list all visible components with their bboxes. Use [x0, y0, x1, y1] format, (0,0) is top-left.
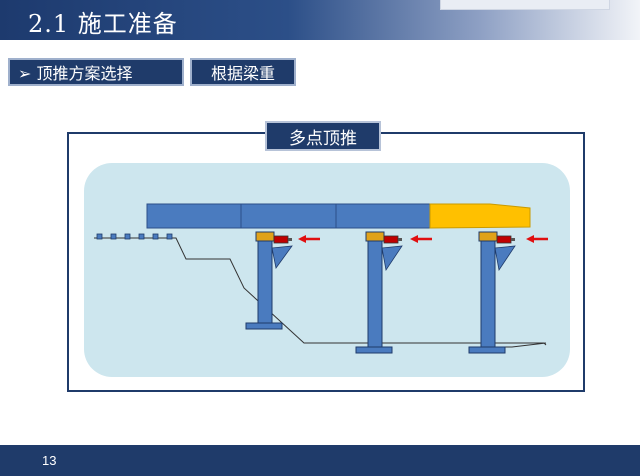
- page-number: 13: [42, 453, 57, 468]
- bearing-2: [365, 231, 385, 242]
- incremental-launching-diagram: [84, 163, 570, 377]
- girder-segment-2: [240, 203, 337, 229]
- jack-1: [273, 235, 289, 244]
- ground-profile: [94, 237, 547, 346]
- page-title: 2.1 施工准备: [28, 10, 178, 38]
- footer-bar: 13: [0, 445, 640, 476]
- pier-3: [468, 231, 548, 354]
- bearing-3: [478, 231, 498, 242]
- nav-sub-label: 根据梁重: [210, 64, 275, 83]
- pier-1: [245, 231, 320, 330]
- girder-segment-3: [335, 203, 431, 229]
- temporary-supports: [96, 233, 173, 240]
- pier-2: [355, 231, 432, 354]
- jack-3: [496, 235, 512, 244]
- jack-2: [383, 235, 399, 244]
- figure-caption: 多点顶推: [265, 121, 381, 151]
- bearing-1: [255, 231, 275, 242]
- header-decoration: [440, 0, 610, 10]
- header-bar: 2.1 施工准备: [0, 0, 640, 40]
- nav-by-girder-weight[interactable]: 根据梁重: [190, 58, 296, 86]
- figure-caption-text: 多点顶推: [289, 128, 357, 149]
- girder-segment-1: [146, 203, 242, 229]
- nav-scheme-selection[interactable]: ➢ 顶推方案选择: [8, 58, 184, 86]
- nav-main-label: ➢ 顶推方案选择: [18, 64, 133, 83]
- diagram-backdrop: [84, 163, 570, 377]
- launching-nose: [429, 203, 531, 229]
- box-girder: [146, 203, 431, 229]
